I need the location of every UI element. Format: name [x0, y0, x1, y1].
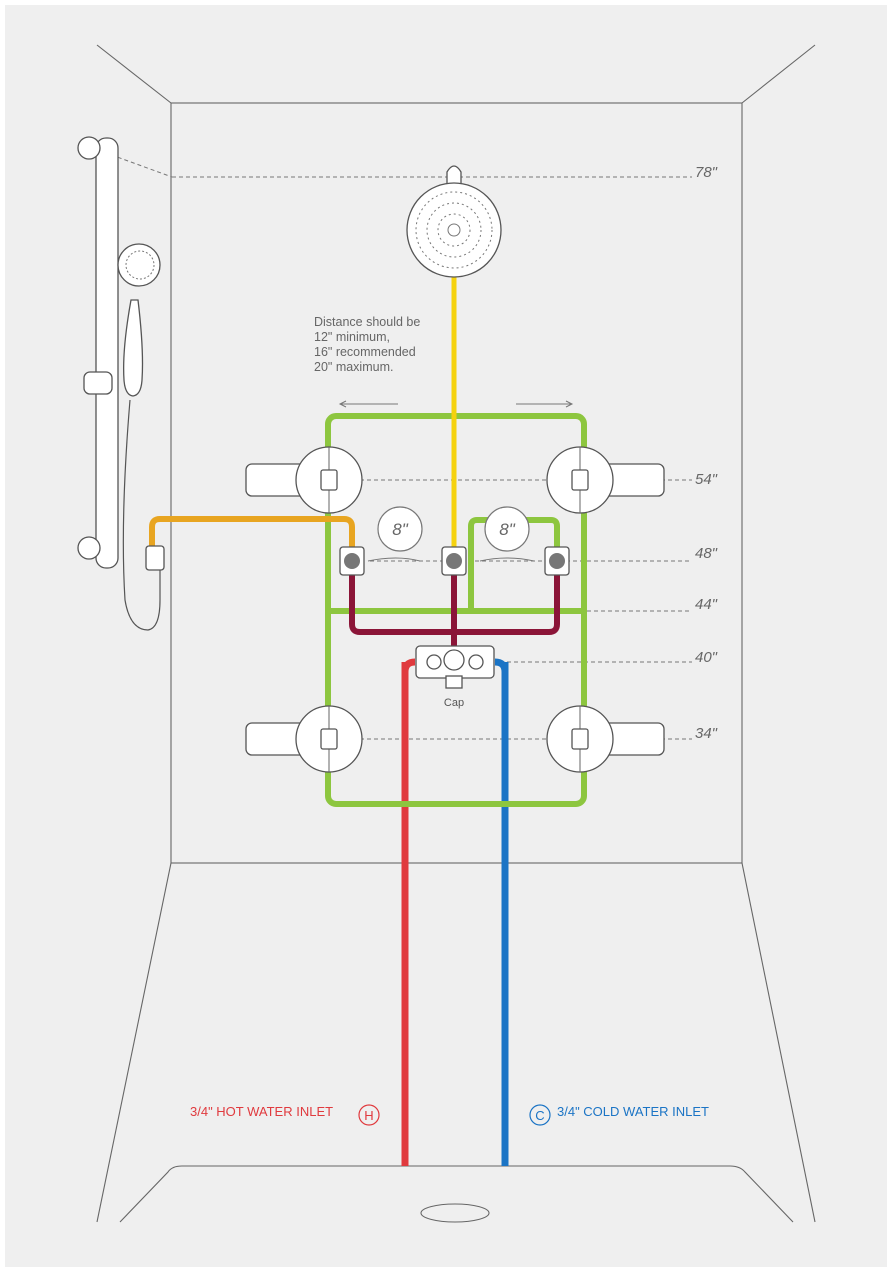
- drain: [420, 1203, 490, 1223]
- cold-inlet-badge: [529, 1104, 551, 1126]
- body-spray-lower-left: [245, 705, 363, 773]
- note-line-4: 20" maximum.: [314, 360, 393, 374]
- ceiling-edge-left: [96, 44, 172, 104]
- spacing-arrows: [338, 400, 574, 562]
- note-line-1: Distance should be: [314, 315, 420, 329]
- body-spray-lower-right: [546, 705, 665, 773]
- valve-center: [441, 546, 467, 576]
- handshower-supply-line: [149, 516, 355, 561]
- rain-showerhead: [406, 165, 502, 278]
- hot-inlet-symbol: H: [364, 1108, 373, 1123]
- back-wall: [170, 102, 743, 864]
- floor-edge-right: [741, 862, 816, 1223]
- spacing-circle-right: [484, 506, 530, 552]
- diverter-manifold: [349, 561, 560, 662]
- floor-edge-left: [96, 862, 172, 1223]
- hot-inlet-label: 3/4" HOT WATER INLET: [190, 1104, 333, 1119]
- shower-enclosure: [96, 44, 816, 1223]
- note-line-3: 16" recommended: [314, 345, 416, 359]
- body-spray-upper-right: [546, 446, 665, 514]
- measurement-78: 78": [695, 164, 718, 181]
- measurement-44: 44": [695, 596, 718, 613]
- measurement-54: 54": [695, 471, 718, 488]
- body-spray-upper-left: [245, 446, 363, 514]
- spacing-right-label: 8": [499, 520, 515, 539]
- ceiling-edge-right: [741, 44, 816, 104]
- shower-base: [119, 1165, 794, 1223]
- valve-left: [339, 546, 365, 576]
- note-line-2: 12" minimum,: [314, 330, 390, 344]
- spacing-circle-left: [377, 506, 423, 552]
- measurement-40: 40": [695, 649, 718, 666]
- measurement-48: 48": [695, 545, 718, 562]
- spacing-left-label: 8": [392, 520, 408, 539]
- cold-inlet-symbol: C: [535, 1108, 544, 1123]
- cold-inlet-label: 3/4" COLD WATER INLET: [557, 1104, 709, 1119]
- valve-right: [544, 546, 570, 576]
- slide-bar-handshower: [77, 136, 165, 631]
- mixing-valve: [415, 645, 495, 689]
- cap-label: Cap: [444, 697, 464, 709]
- hot-inlet-badge: [358, 1104, 380, 1126]
- measurement-34: 34": [695, 725, 718, 742]
